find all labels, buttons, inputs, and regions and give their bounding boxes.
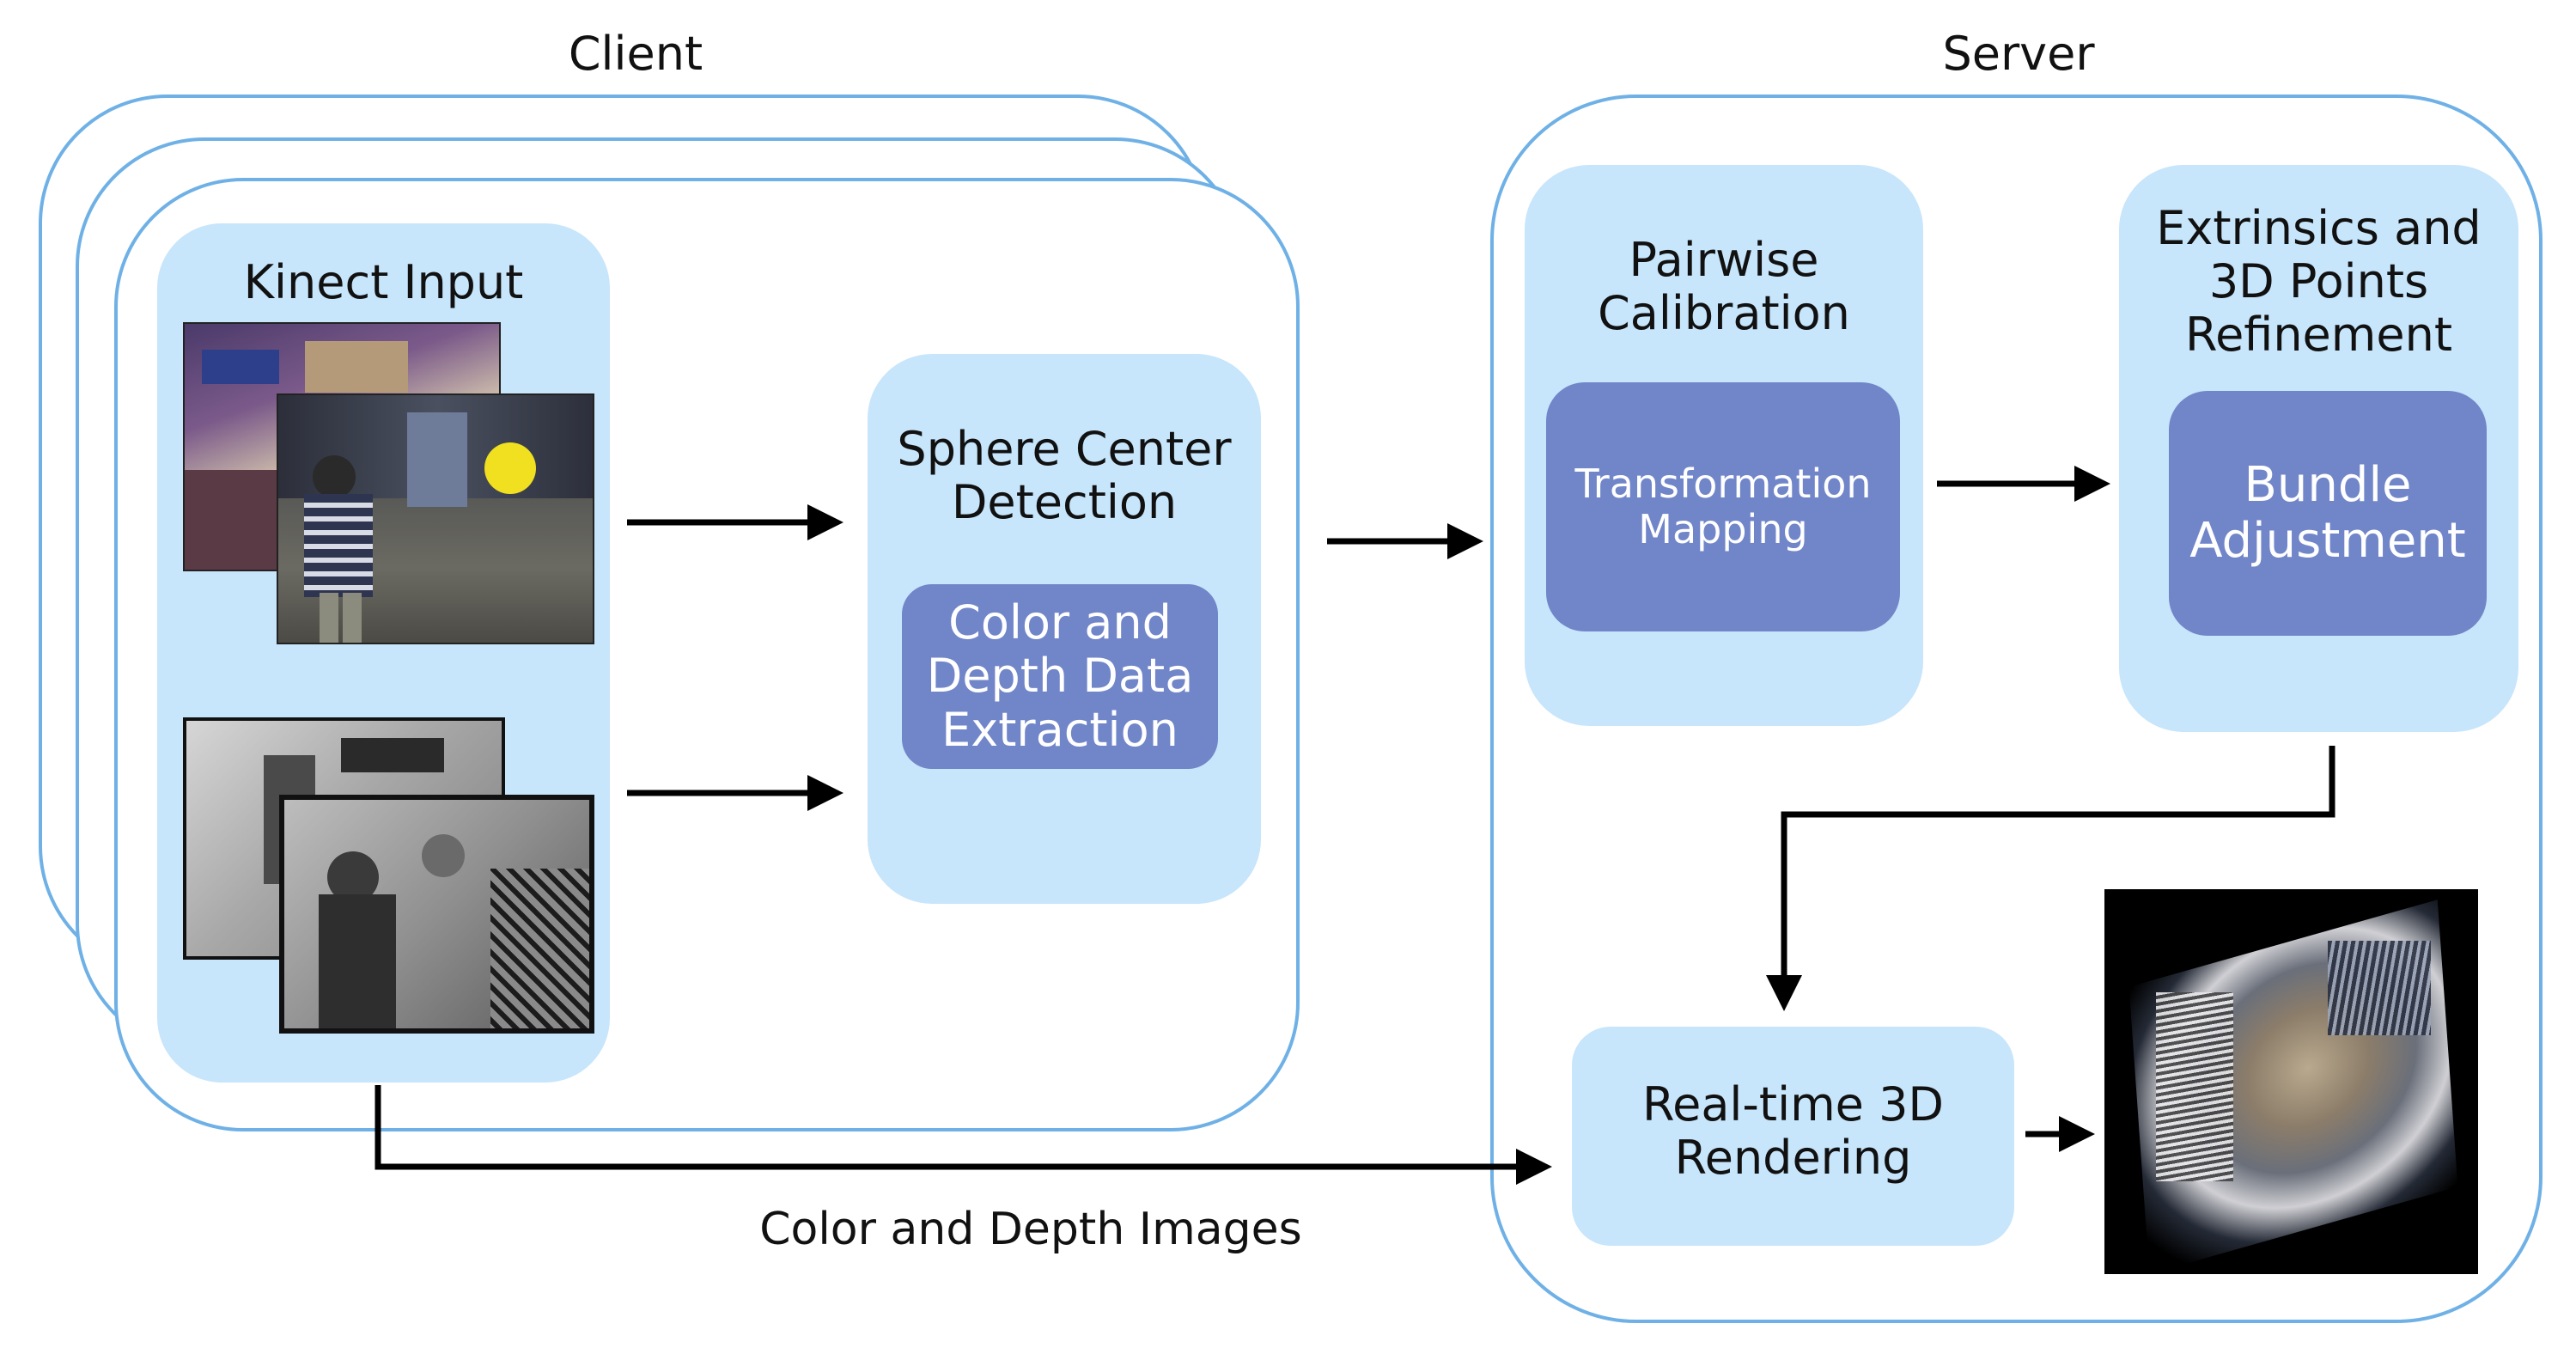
color-image-front xyxy=(277,393,594,644)
depth-image-front xyxy=(279,795,594,1034)
client-title: Client xyxy=(568,27,703,81)
sphere-center-detection-title: Sphere Center Detection xyxy=(897,422,1232,530)
rendering-panel xyxy=(1572,1027,2014,1246)
pairwise-calibration-title: Pairwise Calibration xyxy=(1598,233,1850,341)
color-depth-extraction-box: Color and Depth Data Extraction xyxy=(902,584,1218,769)
transformation-mapping-box: Transformation Mapping xyxy=(1546,382,1900,631)
bundle-adjustment-box: Bundle Adjustment xyxy=(2169,391,2487,636)
rendering-title: Real-time 3D Rendering xyxy=(1642,1077,1944,1186)
rendering-output-image xyxy=(2104,889,2478,1274)
refinement-title: Extrinsics and 3D Points Refinement xyxy=(2156,201,2482,363)
color-depth-images-label: Color and Depth Images xyxy=(759,1204,1302,1255)
server-title: Server xyxy=(1942,27,2095,81)
kinect-input-title: Kinect Input xyxy=(243,255,524,309)
